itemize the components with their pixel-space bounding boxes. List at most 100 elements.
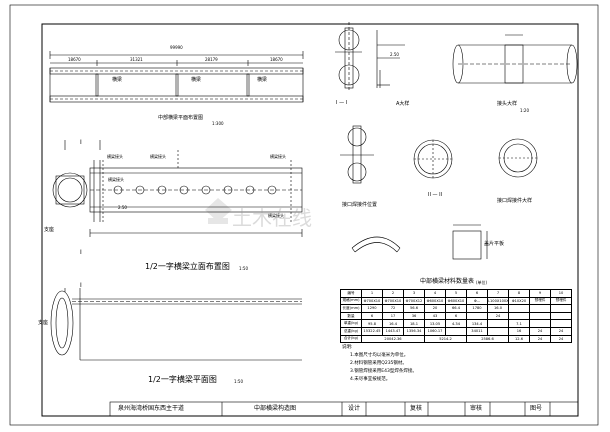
table-header-cell: 7 (487, 289, 509, 298)
notes-line: 4.未尽事宜按规范。 (350, 377, 391, 382)
elev-label-3: 横梁接头 (270, 154, 286, 159)
table-header-cell: 10 (550, 289, 572, 298)
elevation-title: 1/2一字横梁立面布置图 (145, 262, 230, 271)
table-cell: 6 (361, 311, 383, 321)
table-cell: 1060.17 (424, 326, 446, 336)
table-row: 单重(kg) 95.8 16.4 18.1 13.05 4.34 134.4 7… (340, 319, 572, 328)
table-cell: 1443.47 (382, 326, 404, 336)
table-cell: 总重(kg) (340, 326, 362, 336)
table-cell: 20 (424, 304, 446, 313)
table-cell (487, 326, 509, 336)
table-header-cell: 编号 (340, 289, 362, 298)
table-cell (508, 311, 530, 321)
title-block-review: 复核 (410, 405, 423, 412)
table-row: 长度(mm) 1290 72 56.6 20 66.4 1780 16.0 (340, 304, 572, 313)
half-plan-title: 1/2一字横梁平面图 (148, 375, 217, 384)
table-header-cell: 5 (445, 289, 467, 298)
table-cell: Φ600X10 (445, 296, 467, 306)
table-cell: L100X100X10 (487, 296, 509, 306)
table-cell (445, 326, 467, 336)
notes-line: 1.本图尺寸均以毫米为单位。 (350, 353, 409, 358)
table-cell: 34011 (466, 326, 488, 336)
half-plan-scale: 1:50 (234, 379, 243, 384)
fitting-position-label: 接口焊接件位置 (342, 202, 378, 208)
table-cell: Φ600X10 (424, 296, 446, 306)
watermark-logo (205, 198, 232, 224)
table-cell: Φ700X10 (361, 296, 383, 306)
table-cell: 24 (529, 326, 551, 336)
table-row: 数量 6 17 36 43 6 24 (340, 311, 572, 321)
table-cell: 长度(mm) (340, 304, 362, 313)
table-cell (550, 319, 572, 328)
table-cell (550, 311, 572, 321)
elev-bracket: 支座 (44, 227, 55, 233)
elev-section-mark-1: I (80, 139, 82, 146)
table-header-cell: 4 (424, 289, 446, 298)
saddle-label: 盖片平板 (484, 241, 505, 247)
half-plan-bracket: 支座 (38, 320, 49, 326)
table-cell: 17 (382, 311, 404, 321)
table-cell: 134.4 (466, 319, 488, 328)
table-header-cell: 9 (529, 289, 551, 298)
table-cell: 13.05 (424, 319, 446, 328)
joint-detail-label: 接头大样 (497, 101, 518, 107)
table-cell: Φ... (466, 296, 488, 306)
table-header-row: 编号 1 2 3 4 5 6 7 8 9 10 (340, 289, 572, 298)
elev-label-5: 横梁接头 (268, 213, 284, 218)
title-block (109, 401, 579, 417)
elev-label-1: 横梁接头 (107, 154, 123, 159)
material-table-title: 中部横梁材料数量表 (420, 278, 475, 285)
saddle-plate-view (452, 224, 488, 260)
table-cell: 16.4 (382, 319, 404, 328)
table-total-cell: 24 (529, 334, 551, 344)
plan-view-title: 中部横梁平面布置图 (158, 115, 204, 121)
elev-section-mark-2: I (80, 249, 82, 256)
table-total-cell: 24 (550, 334, 572, 344)
table-header-cell: 2 (382, 289, 404, 298)
plan-label-2: 横梁 (191, 77, 202, 83)
table-total-cell: 12.6 (508, 334, 530, 344)
material-table: 编号 1 2 3 4 5 6 7 8 9 10 规格(mm) Φ700X10 Φ… (340, 289, 572, 344)
fitting-position-view (340, 125, 374, 184)
table-cell: 数量 (340, 311, 362, 321)
elevation-scale: 1:50 (239, 266, 248, 271)
plan-view (49, 51, 304, 103)
table-cell (550, 304, 572, 313)
title-block-drawing: 中部横梁构造图 (254, 405, 297, 412)
table-cell: 7.1 (508, 319, 530, 328)
table-cell (466, 311, 488, 321)
plan-view-scale: 1:300 (212, 121, 224, 126)
plan-label-3: 横梁 (257, 77, 268, 83)
half-plan-section-mark: I (80, 282, 82, 289)
table-cell: 24 (550, 326, 572, 336)
a-detail-view (376, 30, 405, 88)
a-detail-slope: 2.50 (390, 52, 399, 57)
table-cell: Φ700X12 (403, 296, 425, 306)
table-cell: 43 (424, 311, 446, 321)
table-cell (529, 311, 551, 321)
elevation-view (52, 140, 303, 237)
table-cell: 16 (508, 326, 530, 336)
segment-dim-2: 31321 (130, 57, 143, 62)
table-cell: 规格(mm) (340, 296, 362, 306)
notes-line: 2.材料钢管采用Q235钢材。 (350, 361, 407, 366)
watermark-text: 土木在线 (232, 206, 312, 230)
segment-dim-3: 28179 (205, 57, 218, 62)
table-total-row: 合计(kg) 20042.36 5214.2 2586.6 12.6 24 24 (340, 334, 572, 344)
table-cell: 1356.34 (403, 326, 425, 336)
title-block-design: 设计 (348, 405, 361, 412)
table-cell: Φ10X20 (508, 296, 530, 306)
table-header-cell: 3 (403, 289, 425, 298)
table-cell: 合计(kg) (340, 334, 362, 344)
table-header-cell: 6 (466, 289, 488, 298)
table-cell: 预埋件 (550, 296, 572, 306)
table-row: 规格(mm) Φ700X10 Φ700X10 Φ700X12 Φ600X10 Φ… (340, 296, 572, 306)
table-cell: 6 (445, 311, 467, 321)
table-cell: 预埋件 (529, 296, 551, 306)
section-I-label: I — I (336, 100, 348, 106)
fitting-detail-label: 接口焊接件大样 (497, 198, 533, 204)
table-cell: 24 (487, 311, 509, 321)
table-cell: 15322.45 (361, 326, 383, 336)
joint-detail-view (452, 34, 578, 84)
notes-heading: 说明: (342, 345, 353, 350)
